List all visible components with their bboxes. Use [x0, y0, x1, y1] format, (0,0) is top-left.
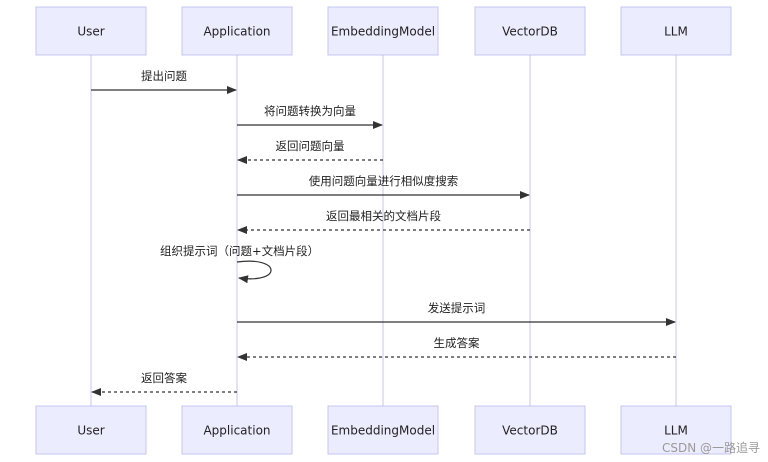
actor-label: User [77, 25, 104, 39]
actor-box [327, 6, 439, 56]
message-2: 将问题转换为向量 [237, 104, 383, 129]
message-label: 返回答案 [141, 371, 187, 385]
actor-box [620, 405, 732, 455]
actor-box [35, 405, 147, 455]
actor-llm-top: LLM [620, 6, 732, 56]
message-8: 生成答案 [237, 336, 676, 361]
message-label: 将问题转换为向量 [264, 104, 356, 118]
actor-box [474, 405, 586, 455]
message-4: 使用问题向量进行相似度搜索 [237, 174, 530, 199]
message-label: 组织提示词（问题+文档片段） [160, 244, 319, 258]
message-9: 返回答案 [91, 371, 237, 396]
actor-box [181, 6, 293, 56]
actor-vdb-top: VectorDB [474, 6, 586, 56]
actor-label: EmbeddingModel [331, 25, 435, 39]
actor-label: VectorDB [502, 424, 558, 438]
actor-app-bottom: Application [181, 405, 293, 455]
message-label: 返回最相关的文档片段 [326, 209, 441, 223]
watermark-text: CSDN @一路追寻 [662, 440, 760, 455]
message-1: 提出问题 [91, 69, 237, 94]
actor-label: Application [203, 424, 270, 438]
actor-box [620, 6, 732, 56]
actor-label: User [77, 424, 104, 438]
actor-box [35, 6, 147, 56]
actor-box [181, 405, 293, 455]
actor-user-top: User [35, 6, 147, 56]
actor-label: EmbeddingModel [331, 424, 435, 438]
message-label: 使用问题向量进行相似度搜索 [309, 174, 459, 188]
actor-vdb-bottom: VectorDB [474, 405, 586, 455]
actor-user-bottom: User [35, 405, 147, 455]
message-label: 发送提示词 [428, 301, 486, 315]
message-label: 返回问题向量 [276, 139, 345, 153]
actor-label: LLM [664, 25, 688, 39]
actor-emb-top: EmbeddingModel [327, 6, 439, 56]
actor-llm-bottom: LLM [620, 405, 732, 455]
message-6: 组织提示词（问题+文档片段） [160, 244, 319, 284]
actor-box [327, 405, 439, 455]
message-5: 返回最相关的文档片段 [237, 209, 530, 234]
actor-label: VectorDB [502, 25, 558, 39]
message-7: 发送提示词 [237, 301, 676, 326]
actor-box [474, 6, 586, 56]
actor-label: Application [203, 25, 270, 39]
actor-app-top: Application [181, 6, 293, 56]
actor-label: LLM [664, 424, 688, 438]
message-label: 提出问题 [141, 69, 187, 83]
self-loop-arrow [236, 260, 272, 284]
message-3: 返回问题向量 [237, 139, 383, 164]
actor-emb-bottom: EmbeddingModel [327, 405, 439, 455]
message-label: 生成答案 [434, 336, 480, 350]
